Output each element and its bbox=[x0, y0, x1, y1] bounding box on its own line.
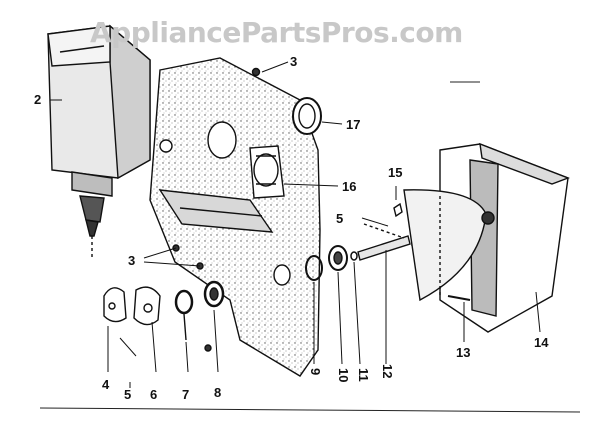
clip-part bbox=[393, 202, 403, 218]
fan-housing-part bbox=[403, 142, 570, 333]
callout-3-left: 3 bbox=[128, 253, 136, 268]
shaft-parts bbox=[305, 223, 413, 281]
bottom-rule bbox=[39, 407, 581, 413]
seal-ring-part bbox=[292, 97, 322, 135]
callout-17: 17 bbox=[346, 117, 361, 132]
callout-8: 8 bbox=[214, 385, 222, 400]
callout-4: 4 bbox=[102, 377, 110, 392]
callout-13: 13 bbox=[456, 345, 471, 360]
callout-7: 7 bbox=[182, 387, 190, 402]
callout-15: 15 bbox=[388, 165, 403, 180]
callout-3-top: 3 bbox=[290, 54, 298, 69]
callout-5-bottom: 5 bbox=[124, 387, 132, 402]
leader-lines bbox=[50, 61, 541, 388]
small-parts bbox=[103, 280, 225, 357]
callout-14: 14 bbox=[534, 335, 549, 350]
callout-9: 9 bbox=[308, 368, 323, 376]
callout-16: 16 bbox=[342, 179, 357, 194]
screw-parts bbox=[172, 67, 261, 352]
callout-2: 2 bbox=[34, 92, 42, 107]
callout-10: 10 bbox=[336, 368, 351, 383]
callout-11: 11 bbox=[356, 368, 371, 382]
callout-5-right: 5 bbox=[336, 211, 344, 226]
callout-6: 6 bbox=[150, 387, 158, 402]
watermark: AppliancePartsPros.com bbox=[90, 16, 463, 49]
motor-housing-part bbox=[47, 24, 151, 260]
callout-12: 12 bbox=[380, 364, 395, 379]
mounting-plate-part bbox=[149, 57, 321, 377]
